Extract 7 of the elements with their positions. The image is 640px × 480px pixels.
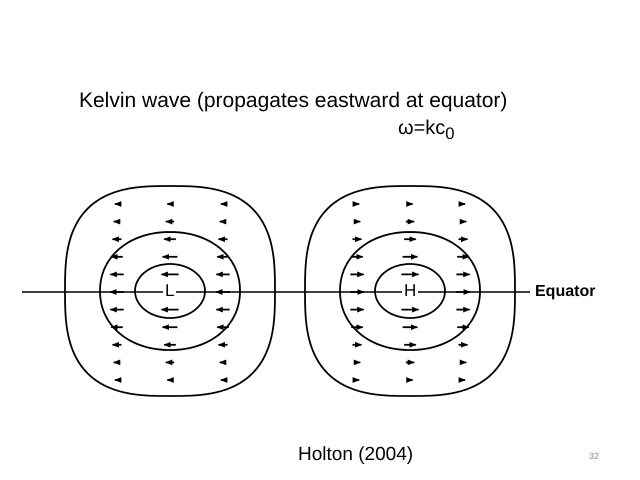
formula: ω=kc$_{0}$ xyxy=(398,118,455,143)
low-pressure-label: L xyxy=(163,282,176,299)
citation: Holton (2004) xyxy=(298,445,414,464)
axis-label: Equator xyxy=(535,284,596,300)
page-number: 32 xyxy=(589,452,600,461)
slide-title: Kelvin wave (propagates eastward at equator) xyxy=(79,90,508,111)
high-pressure-label: H xyxy=(402,282,418,299)
